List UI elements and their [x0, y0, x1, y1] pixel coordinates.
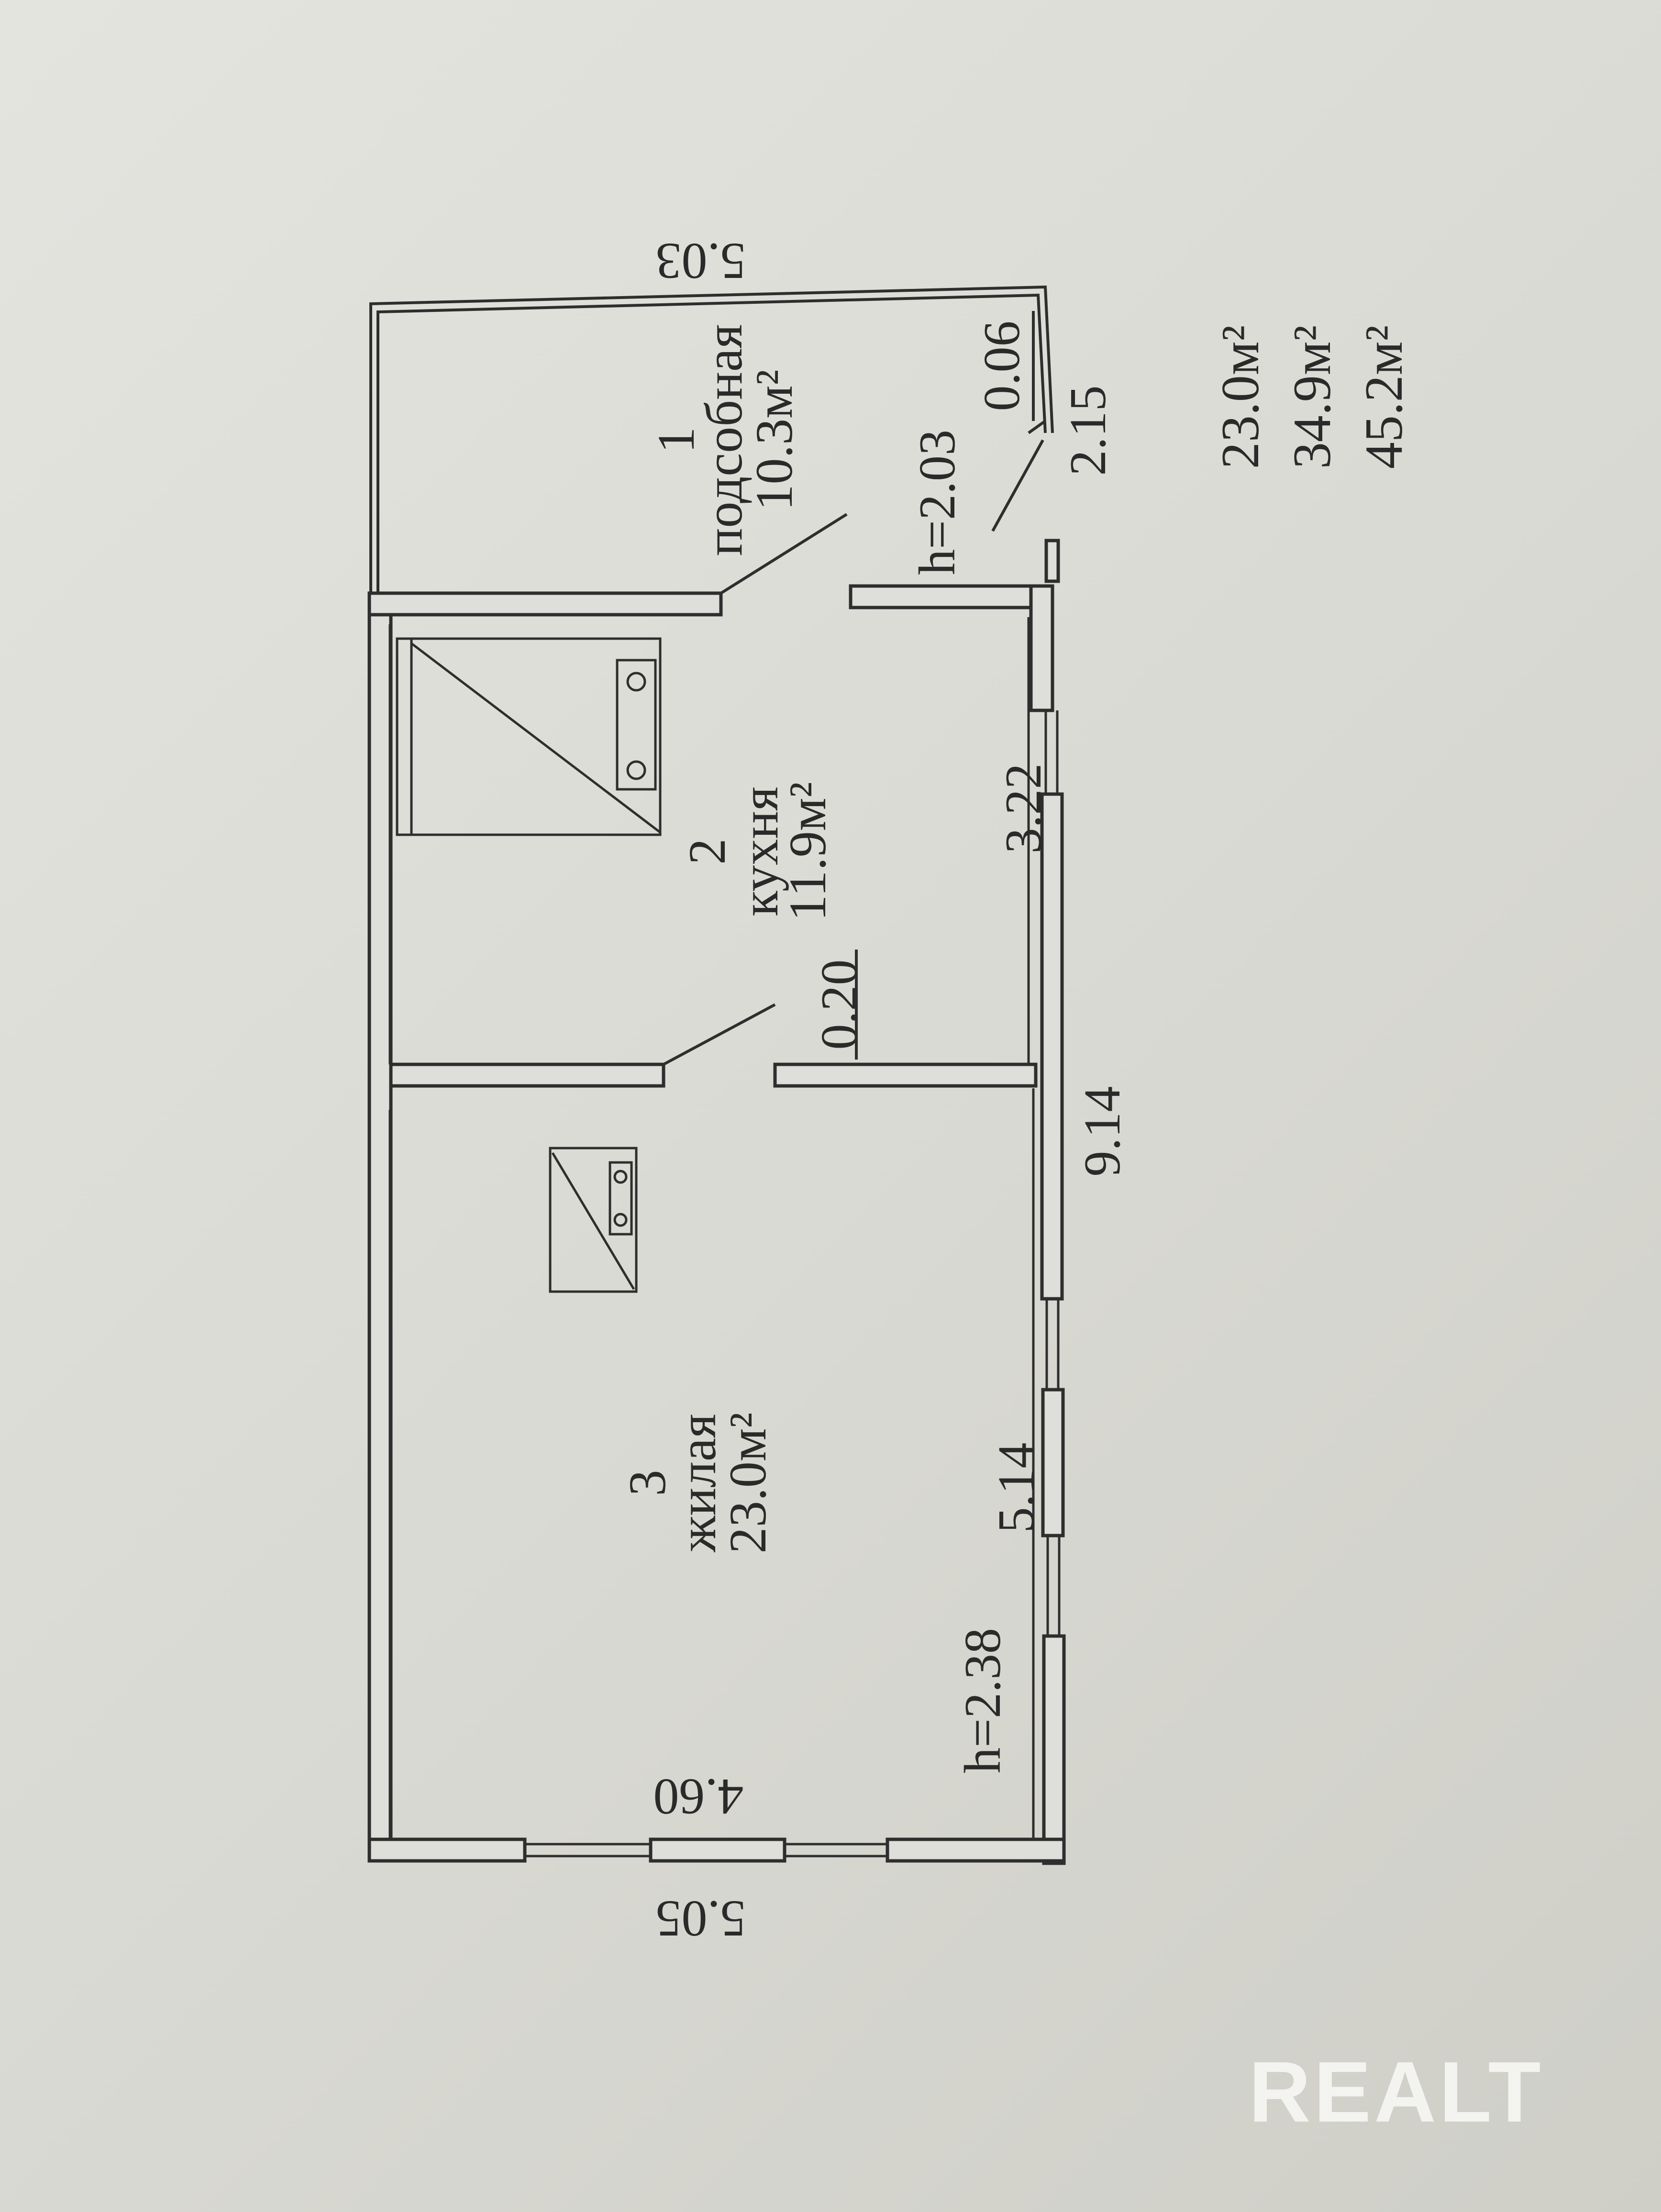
room-3-area: 23.0м²	[719, 1412, 777, 1553]
realt-watermark: REALT	[1249, 2044, 1544, 2140]
dim-top-width: 5.03	[656, 232, 746, 289]
dim-utility-offset: 0.06	[974, 321, 1030, 411]
room-3-name: жилая	[668, 1414, 727, 1552]
room-1-area: 10.3м²	[745, 369, 803, 510]
living-stove	[549, 1147, 638, 1293]
room-1-number: 1	[647, 427, 705, 453]
total-living: 23.0м²	[1211, 325, 1270, 469]
kitchen-stove	[396, 637, 662, 836]
dim-height-utility: h=2.03	[909, 430, 966, 575]
room-1-label: 1 подсобная 10.3м²	[647, 324, 803, 556]
room-1-name: подсобная	[695, 324, 753, 556]
dim-bottom-inner: 4.60	[653, 1768, 744, 1825]
dim-height-living: h=2.38	[954, 1628, 1011, 1773]
door-swings	[663, 439, 1044, 1066]
total-main: 34.9м²	[1283, 325, 1342, 469]
room-2-label: 2 кухня 11.9м²	[678, 782, 837, 921]
room-2-number: 2	[678, 839, 736, 865]
dim-total-length: 9.14	[1074, 1086, 1131, 1177]
windows	[525, 710, 1061, 1858]
area-totals: 23.0м² 34.9м² 45.2м²	[1211, 325, 1414, 469]
dim-kitchen-length: 3.22	[995, 763, 1052, 854]
dim-living-length: 5.14	[988, 1443, 1045, 1533]
dim-utility-side: 2.15	[1060, 386, 1117, 476]
utility-room-walls	[369, 285, 1060, 593]
main-walls	[367, 584, 1066, 1865]
room-2-area: 11.9м²	[778, 782, 837, 921]
total-overall: 45.2м²	[1354, 325, 1414, 469]
dim-partition: 0.20	[811, 960, 868, 1050]
dim-bottom-outer: 5.05	[656, 1890, 746, 1947]
room-3-number: 3	[618, 1470, 676, 1496]
room-3-label: 3 жилая 23.0м²	[618, 1412, 777, 1553]
room-2-name: кухня	[731, 786, 789, 916]
dimension-labels: 5.03 5.05 4.60 9.14 3.22 5.14 2.15 0.06 …	[653, 232, 1131, 1947]
